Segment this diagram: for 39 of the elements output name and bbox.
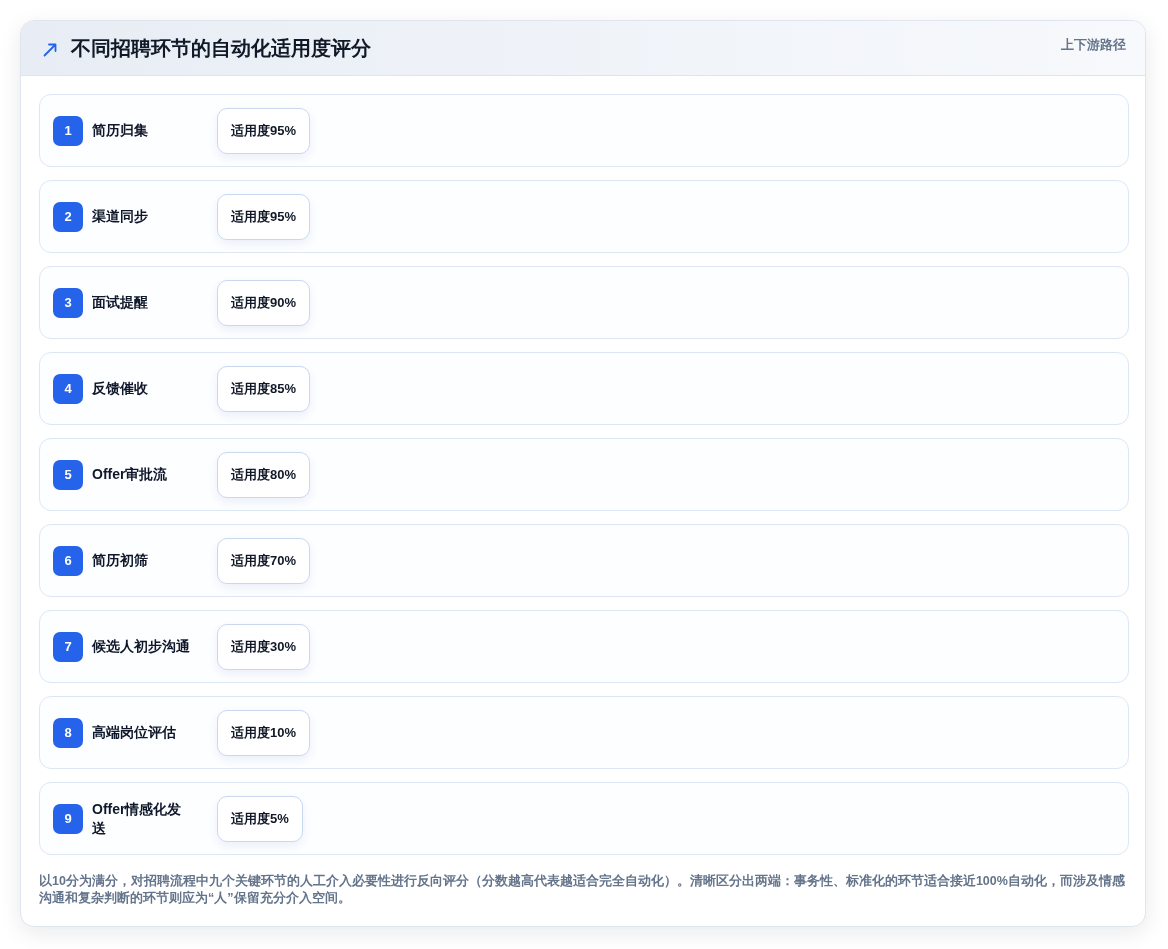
step-row — [39, 266, 1129, 339]
score-pill: 适用度10% — [217, 709, 311, 756]
score-pill: 适用度95% — [217, 193, 311, 240]
card-title: 不同招聘环节的自动化适用度评分 — [71, 36, 371, 61]
number-badge: 8 — [53, 717, 83, 748]
step-row — [39, 438, 1129, 511]
number-badge: 3 — [53, 287, 83, 318]
score-pill: 适用度5% — [217, 795, 303, 842]
step-name: 面试提醒 — [92, 293, 149, 312]
step-row — [39, 94, 1129, 167]
step-name: 候选人初步沟通 — [92, 637, 190, 656]
step-row — [39, 352, 1129, 425]
number-badge: 2 — [53, 201, 83, 232]
score-pill: 适用度95% — [217, 107, 311, 154]
step-row — [39, 782, 1129, 855]
score-pill: 适用度30% — [217, 623, 311, 670]
step-row — [39, 524, 1129, 597]
footnote: 以10分为满分，对招聘流程中九个关键环节的人工介入必要性进行反向评分（分数越高代表越适合完全自动化）。清晰区分出两端：事务性、标准化的环节适合接近100%自动化，而涉及情感沟通和复杂判断的环节则应为“人”保留充分介入空间。 — [39, 873, 1126, 907]
step-name: 高端岗位评估 — [92, 723, 177, 742]
number-badge: 4 — [53, 373, 83, 404]
number-badge: 7 — [53, 631, 83, 662]
number-badge: 1 — [53, 115, 83, 146]
step-row — [39, 696, 1129, 769]
header-label: 上下游路径 — [1061, 37, 1126, 54]
step-name: Offer审批流 — [92, 465, 169, 484]
number-badge: 5 — [53, 459, 83, 490]
step-name: Offer情感化发送 — [92, 799, 183, 838]
step-row — [39, 180, 1129, 253]
step-name: 渠道同步 — [92, 207, 149, 226]
step-name: 简历归集 — [92, 121, 149, 140]
step-row — [39, 610, 1129, 683]
number-badge: 9 — [53, 803, 83, 834]
score-pill: 适用度70% — [217, 537, 311, 584]
score-pill: 适用度85% — [217, 365, 311, 412]
score-pill: 适用度80% — [217, 451, 311, 498]
step-name: 反馈催收 — [92, 379, 149, 398]
step-name: 简历初筛 — [92, 551, 149, 570]
number-badge: 6 — [53, 545, 83, 576]
score-pill: 适用度90% — [217, 279, 311, 326]
